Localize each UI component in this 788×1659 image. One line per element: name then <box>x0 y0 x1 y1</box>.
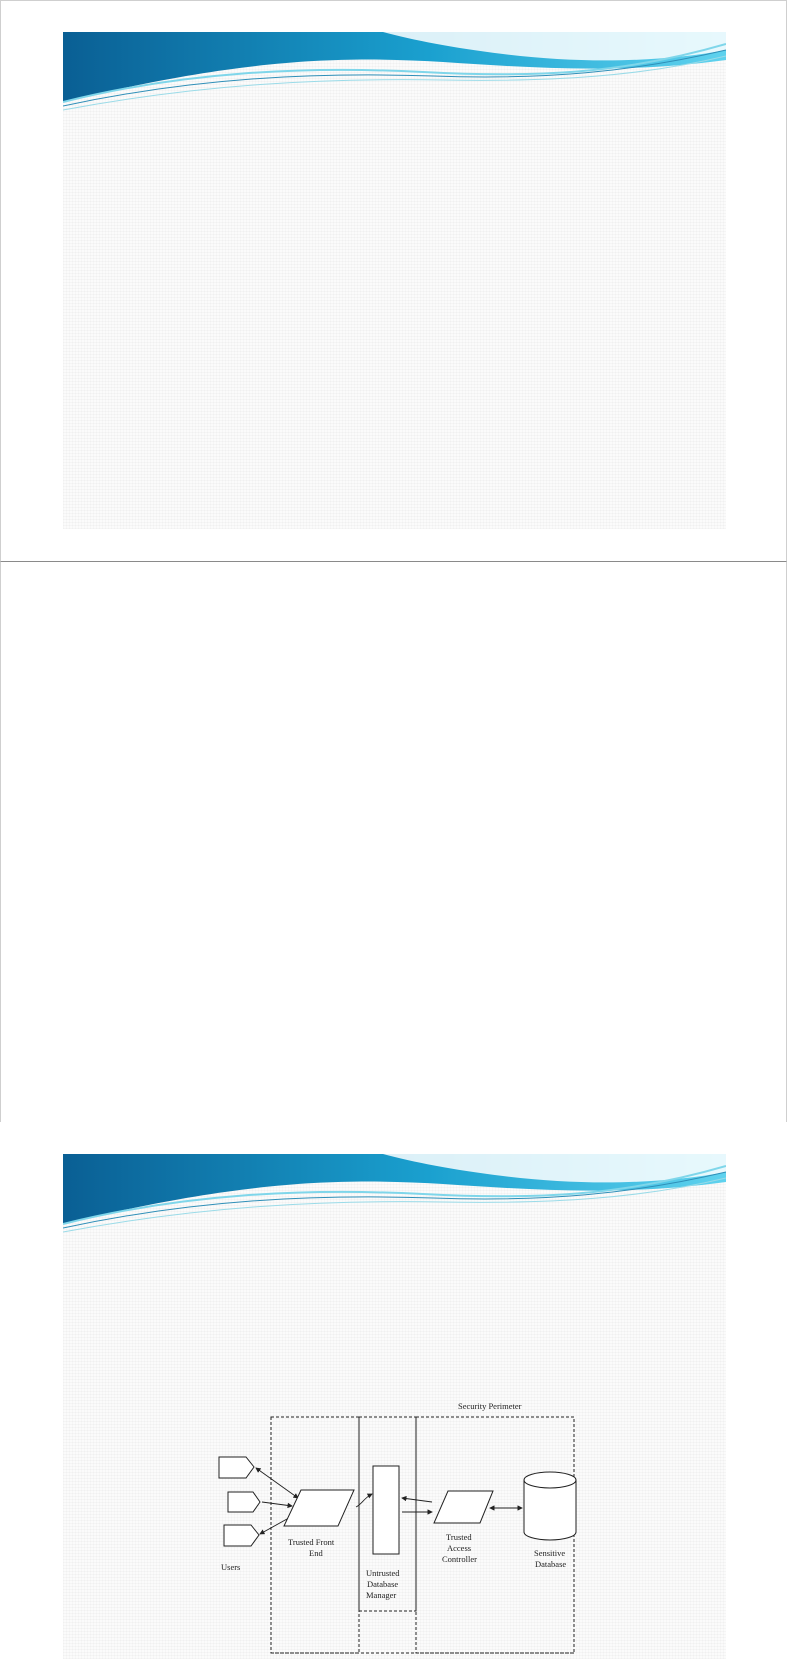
access-controller-label-line3: Controller <box>442 1554 477 1564</box>
users-label: Users <box>221 1562 240 1572</box>
front-end-label-line2: End <box>309 1548 323 1558</box>
access-controller-label-line2: Access <box>447 1543 471 1553</box>
access-controller-label-line1: Trusted <box>446 1532 472 1542</box>
user-icon-3 <box>223 1524 260 1547</box>
front-end-label-line1: Trusted Front <box>288 1537 335 1547</box>
dbms-label-line2: Database <box>367 1579 398 1589</box>
trusted-access-controller-box <box>433 1490 494 1524</box>
user-icon-1 <box>218 1456 255 1479</box>
user-icon-2 <box>227 1491 261 1513</box>
dbms-label-line3: Manager <box>366 1590 396 1600</box>
untrusted-dbms-box <box>372 1465 400 1555</box>
page-half-1 <box>0 0 787 561</box>
slide-header-banner <box>63 1154 726 1233</box>
security-architecture-diagram: Security Perimeter Users Trusted Front E… <box>218 1401 577 1654</box>
page-half-2: Security Perimeter Users Trusted Front E… <box>0 561 787 1659</box>
database-label-line1: Sensitive <box>534 1548 565 1558</box>
slide-2: Security Perimeter Users Trusted Front E… <box>63 1154 726 1659</box>
front-end-perimeter <box>270 1416 360 1654</box>
slide-1 <box>63 32 726 529</box>
security-perimeter-label: Security Perimeter <box>458 1401 522 1411</box>
dbms-label-line1: Untrusted <box>366 1568 400 1578</box>
database-label-line2: Database <box>535 1559 566 1569</box>
sensitive-database-cylinder <box>523 1471 577 1541</box>
slide-header-banner <box>63 32 726 111</box>
